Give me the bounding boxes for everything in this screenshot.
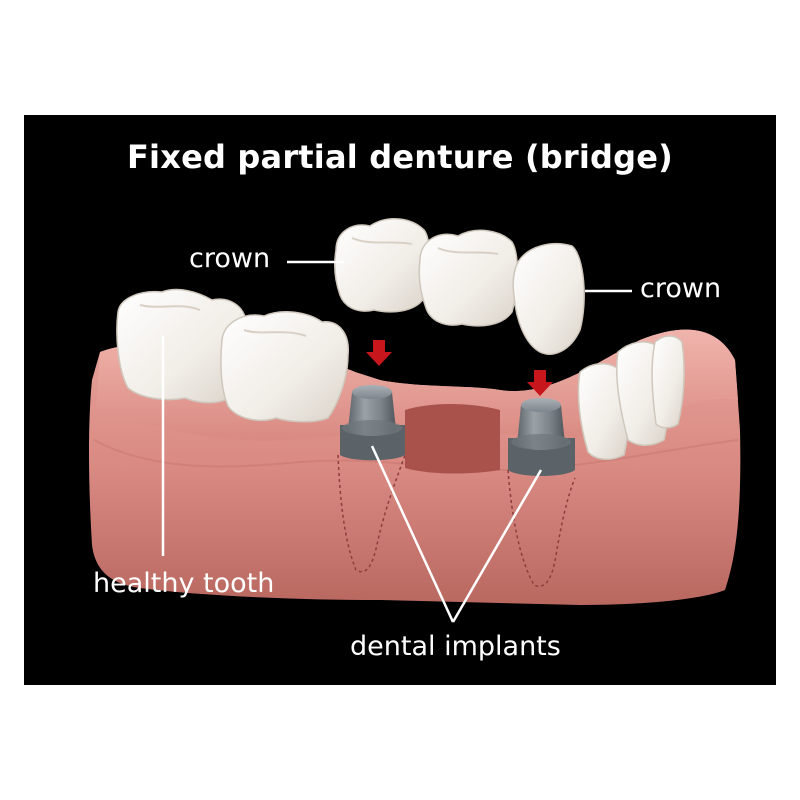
arrow-down-left-icon	[366, 340, 392, 366]
dental-implant-right	[508, 398, 575, 476]
diagram-title: Fixed partial denture (bridge)	[127, 138, 673, 176]
dental-implant-left	[340, 385, 405, 461]
leader-implant-left	[370, 445, 455, 623]
bridge-crowns	[334, 218, 585, 355]
arrow-down-right-icon	[527, 370, 553, 396]
leader-implant-right	[451, 469, 543, 623]
label-crown-right: crown	[640, 273, 722, 304]
gum-gap	[405, 404, 500, 474]
label-dental-implants: dental implants	[350, 631, 561, 662]
leader-lines	[161, 260, 632, 623]
implant-root-right	[507, 469, 576, 587]
label-healthy-tooth: healthy tooth	[93, 568, 275, 599]
healthy-tooth-molar-2	[220, 310, 349, 423]
front-teeth	[577, 335, 685, 460]
label-crown-left: crown	[189, 243, 271, 274]
